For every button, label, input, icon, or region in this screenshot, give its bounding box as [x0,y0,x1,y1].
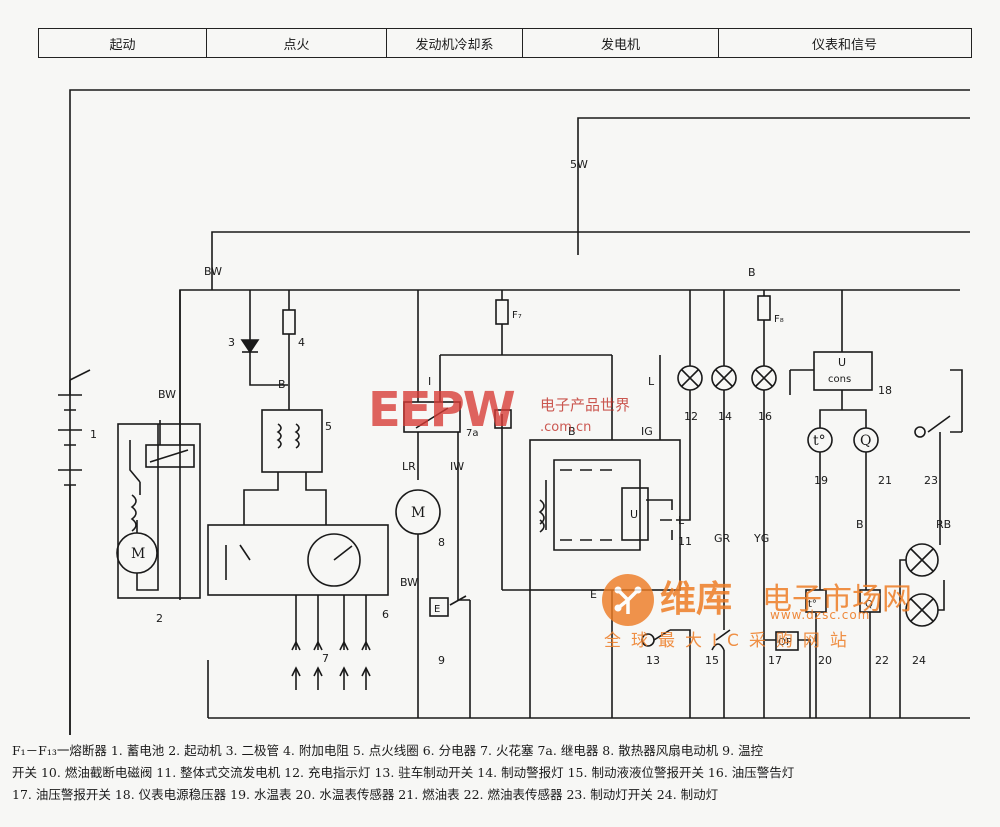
starter-motor-symbol: M [131,546,145,562]
label-5w: 5W [570,158,588,171]
num-21: 21 [878,474,892,487]
num-1: 1 [90,428,97,441]
label-lr: LR [402,460,416,473]
dzsc-watermark-url: www.dzsc.com [770,608,871,622]
caption-line-2: 开关 10. 燃油截断电磁阀 11. 整体式交流发电机 12. 充电指示灯 13… [12,765,795,780]
alternator-box [529,439,681,591]
num-14: 14 [718,410,732,423]
label-bw-left: BW [204,265,222,278]
fuel-gauge-symbol: Q [860,433,871,449]
regulator-ic [621,487,649,541]
num-5: 5 [325,420,332,433]
rectifier-bridge [553,459,641,551]
wire-bw-bus [211,231,970,290]
fuse-f7 [495,299,509,325]
dzsc-logo-icon [602,574,654,626]
legend-caption: F₁－F₁₃一熔断器 1. 蓄电池 2. 起动机 3. 二极管 4. 附加电阻 … [12,740,994,806]
relay-7a [403,401,461,433]
temp-sensor-symbol: t° [808,599,817,610]
header-cell-ignition: 点火 [207,29,387,57]
label-b-starter: B [278,378,286,391]
num-7: 7 [322,652,329,665]
label-l: L [648,375,655,388]
header-cell-alternator: 发电机 [523,29,719,57]
label-f7: F₇ [512,310,522,321]
label-rb: RB [936,518,951,531]
valve-symbol: E [434,604,440,615]
label-i: I [428,375,431,388]
label-cons: cons [828,374,851,385]
num-19: 19 [814,474,828,487]
num-22: 22 [875,654,889,667]
num-7a: 7a [466,428,479,439]
header-cell-instruments: 仪表和信号 [811,37,877,53]
wire-b-bus [179,289,960,600]
dzsc-watermark-tagline: 全球最大IC采购网站 [604,631,857,651]
num-18: 18 [878,384,892,397]
starter-box [117,423,201,599]
eepw-watermark: EEPW [368,382,516,438]
label-ig: IG [641,425,653,438]
caption-line-1: F₁－F₁₃一熔断器 1. 蓄电池 2. 起动机 3. 二极管 4. 附加电阻 … [12,743,764,758]
num-8: 8 [438,536,445,549]
num-4: 4 [298,336,305,349]
num-3: 3 [228,336,235,349]
label-f8: F₈ [774,314,784,325]
num-17: 17 [768,654,782,667]
temp-gauge-symbol: t° [813,433,826,449]
label-e: E [590,588,597,601]
dzsc-watermark-title2: 电子市场网 [762,582,912,617]
oil-pressure-switch [775,631,799,651]
num-13: 13 [646,654,660,667]
starter-coil [129,440,141,532]
num-15: 15 [705,654,719,667]
fuse-f8 [757,295,771,321]
starter-solenoid [145,444,195,468]
cut-off-valve [494,409,512,429]
num-2: 2 [156,612,163,625]
wiring-diagram: BW BW BW B B B 5W LR IW I L IG B L E GR … [58,89,970,735]
label-bw-top: BW [158,388,176,401]
num-23: 23 [924,474,938,487]
eepw-watermark-cn: 电子产品世界 [540,396,631,414]
num-20: 20 [818,654,832,667]
num-12: 12 [684,410,698,423]
header-cell-starting: 起动 [39,29,207,57]
resistor-4 [282,309,296,335]
eepw-watermark-url: .com.cn [540,420,592,435]
label-iw: IW [450,460,464,473]
brake-light-switch [914,426,926,438]
section-header-table: 起动 点火 发动机冷却系 发电机 仪表和信号 [38,28,972,58]
label-b-main: B [748,266,756,279]
label-yg: YG [753,532,769,545]
dzsc-watermark-title: 维库 [660,579,733,620]
fan-motor-symbol: M [411,505,425,521]
diode-3 [240,339,260,354]
label-b-alt: B [568,425,576,438]
regulator-symbol: U [630,508,638,521]
voltage-regulator-18 [813,351,873,391]
num-9: 9 [438,654,445,667]
wire-5w [577,117,970,255]
label-bw-lower: BW [400,576,418,589]
spark-leads [295,595,367,650]
label-gr: GR [714,532,731,545]
distributor-cap [307,533,361,587]
label-u: U [838,356,846,369]
label-l11: L [678,514,685,527]
num-11: 11 [678,535,692,548]
thermo-switch-box [429,597,449,617]
num-6: 6 [382,608,389,621]
distributor-box [207,524,389,596]
caption-line-3: 17. 油压警报开关 18. 仪表电源稳压器 19. 水温表 20. 水温表传感… [12,787,719,802]
num-24: 24 [912,654,926,667]
ignition-coil [261,409,323,473]
battery-symbol [58,380,82,486]
oil-switch-symbol: OP [778,637,792,648]
num-16: 16 [758,410,772,423]
header-cell-cooling: 发动机冷却系 [387,29,523,57]
fuel-sensor-symbol: Q [865,599,873,610]
label-b-gauge: B [856,518,864,531]
